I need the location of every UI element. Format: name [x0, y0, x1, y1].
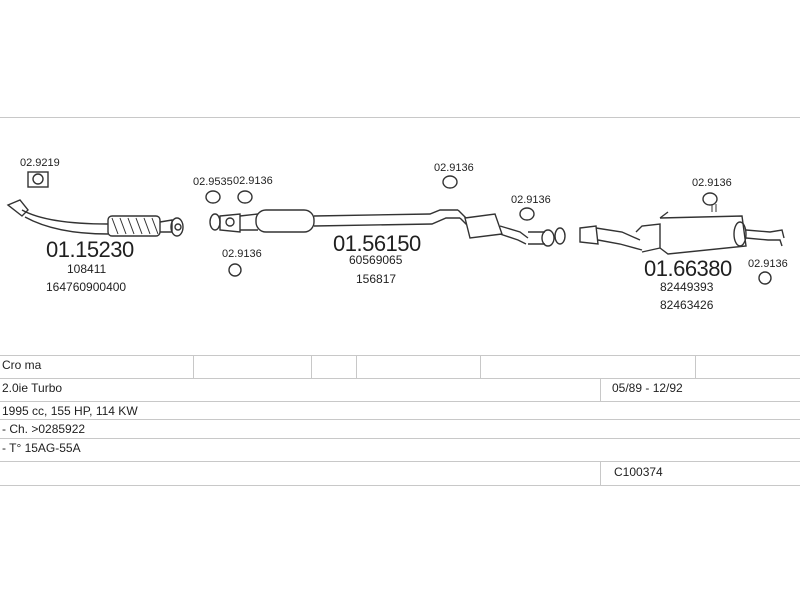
table-vline-7	[600, 461, 601, 485]
gasket-label-topleft: 02.9219	[20, 157, 60, 169]
gasket-icon-d	[442, 175, 458, 189]
gasket-icon-topleft	[27, 171, 49, 188]
table-vline-4	[480, 355, 481, 378]
middle-part-ref2: 156817	[356, 272, 397, 286]
gasket-icon-c	[228, 263, 242, 277]
rear-silencer-part	[554, 204, 785, 255]
rear-part-ref1: 82449393	[660, 280, 714, 294]
table-line-6	[0, 461, 800, 462]
gasket-label-a: 02.9535	[193, 176, 233, 188]
engine-cell: 2.0ie Turbo	[2, 381, 63, 395]
dates-cell: 05/89 - 12/92	[612, 381, 683, 395]
gasket-label-g: 02.9136	[748, 258, 788, 270]
rear-part-number: 01.66380	[644, 256, 732, 281]
table-line-4	[0, 419, 800, 420]
specs-cell: 1995 cc, 155 HP, 114 KW	[2, 404, 138, 418]
table-line-3	[0, 401, 800, 402]
table-line-5	[0, 438, 800, 439]
front-pipe-number: 01.15230	[46, 237, 134, 262]
table-vline-6	[695, 355, 696, 378]
rear-part-ref2: 82463426	[660, 298, 714, 312]
gasket-label-b: 02.9136	[233, 175, 273, 187]
gasket-icon-f	[702, 192, 718, 206]
table-vline-5	[600, 378, 601, 401]
middle-part-number: 01.56150	[333, 231, 421, 256]
exhaust-diagram	[6, 171, 785, 285]
gasket-icon-g	[758, 271, 772, 285]
table-line-1	[0, 355, 800, 356]
front-pipe-ref1: 108411	[67, 262, 107, 276]
table-vline-2	[311, 355, 312, 378]
gasket-icon-a	[205, 190, 221, 204]
top-divider	[0, 117, 800, 118]
code-cell: C100374	[614, 465, 663, 479]
gasket-label-c: 02.9136	[222, 248, 262, 260]
type-cell: - T° 15AG-55A	[2, 441, 81, 455]
chassis-cell: - Ch. >0285922	[2, 422, 86, 436]
middle-part-ref1: 60569065	[349, 253, 403, 267]
table-line-7	[0, 485, 800, 486]
middle-silencer-part	[209, 209, 555, 247]
table-vline-1	[193, 355, 194, 378]
front-pipe-part	[6, 199, 184, 237]
gasket-label-e: 02.9136	[511, 194, 551, 206]
table-line-2	[0, 378, 800, 379]
gasket-label-d: 02.9136	[434, 162, 474, 174]
gasket-label-f: 02.9136	[692, 177, 732, 189]
gasket-icon-e	[519, 207, 535, 221]
table-vline-3	[356, 355, 357, 378]
model-cell: Cro ma	[2, 358, 42, 372]
front-pipe-ref2: 164760900400	[46, 280, 127, 294]
gasket-icon-b	[237, 190, 253, 204]
